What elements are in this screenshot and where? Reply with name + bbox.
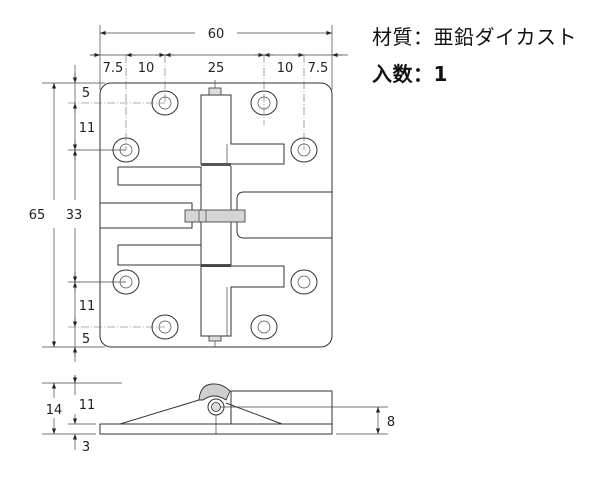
dim-center-span: 25 [208,61,225,76]
dim-offset-left: 7.5 [103,61,124,76]
knuckle-cap [198,383,231,401]
side-dimension-lines: 14 11 3 8 [42,375,395,455]
dimension-labels: 60 7.5 10 25 10 7.5 65 33 5 11 11 5 [29,27,329,347]
hinge-front-view [68,55,333,348]
dim-top-spacing: 11 [79,121,96,136]
side-right-leaf [230,390,333,425]
lower-knuckle [200,264,285,347]
dim-overall-height: 65 [29,208,46,223]
dim-inner-height: 33 [66,208,83,223]
dim-bottom-margin: 5 [82,332,90,347]
dim-side-knuckle-height: 11 [79,398,96,413]
dim-side-plate-thickness: 3 [82,440,90,455]
dim-overall-width: 60 [208,27,225,42]
dim-side-pin-height: 8 [387,415,395,430]
hole [250,314,278,340]
quantity-spec: 入数：1 [372,62,448,86]
dim-side-total-height: 14 [46,403,63,418]
hinge-side-view [99,383,333,435]
upper-knuckle [200,80,285,166]
dim-top-margin: 5 [82,86,90,101]
hinge-plate-outline [99,82,333,348]
hole [290,269,318,295]
dimension-lines [42,25,348,362]
dim-hole-spacing-right: 10 [277,61,294,76]
dim-bottom-spacing: 11 [79,299,96,314]
dim-offset-right: 7.5 [308,61,329,76]
right-leaf-recess [236,191,332,239]
hinge-pin [184,209,246,223]
dim-hole-spacing-left: 10 [138,61,155,76]
material-spec: 材質：亜鉛ダイカスト [372,25,577,49]
